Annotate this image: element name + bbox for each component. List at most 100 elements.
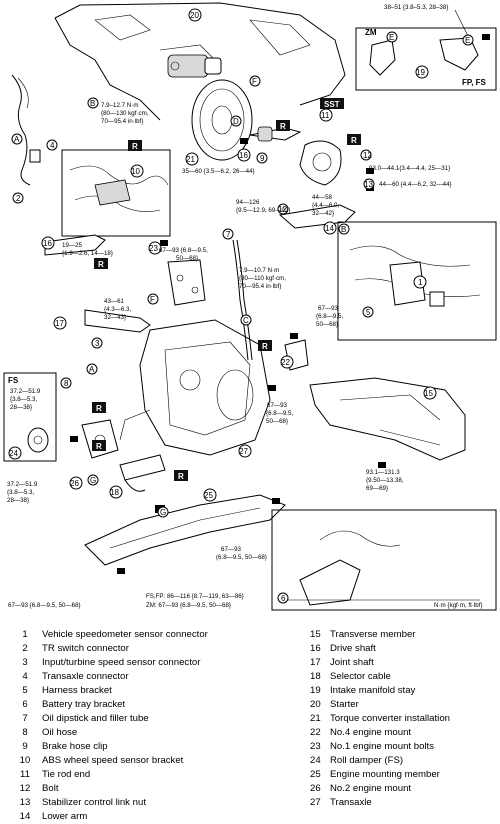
svg-text:20: 20 (190, 11, 199, 20)
svg-text:23: 23 (149, 244, 158, 253)
legend-item-number: 17 (310, 657, 321, 668)
transaxle-body (119, 319, 271, 456)
legend-item-number: 24 (310, 755, 321, 766)
legend-item-label: No.4 engine mount (330, 727, 412, 738)
legend-item-label: Engine mounting member (330, 769, 440, 780)
svg-text:ZM: 67—93 {6.8—9.5, 50—68}: ZM: 67—93 {6.8—9.5, 50—68} (146, 602, 231, 609)
svg-text:32—42}: 32—42} (312, 210, 334, 217)
legend-item-number: 10 (19, 755, 31, 766)
svg-text:F: F (150, 295, 155, 304)
svg-text:70—95.4 in·lbf}: 70—95.4 in·lbf} (101, 118, 143, 125)
svg-text:17: 17 (55, 319, 64, 328)
svg-text:3: 3 (95, 339, 100, 348)
svg-text:50—68}: 50—68} (316, 321, 338, 328)
inset-label-fpfs: FP, FS (462, 78, 487, 87)
legend-item-label: Oil hose (42, 727, 78, 738)
legend-item-label: ABS wheel speed sensor bracket (42, 755, 184, 766)
legend-item-number: 20 (310, 699, 321, 710)
legend-item: 11 Tie rod end (8, 768, 308, 782)
svg-text:26: 26 (70, 479, 79, 488)
legend-item-number: 15 (310, 629, 321, 640)
dipstick-tube (232, 239, 253, 361)
legend-item-label: No.2 engine mount (330, 783, 412, 794)
svg-text:28—38}: 28—38} (10, 404, 32, 411)
legend-item-label: Lower arm (42, 811, 88, 822)
svg-text:SST: SST (324, 100, 340, 109)
r-marker: R (174, 470, 188, 481)
legend-item-number: 2 (22, 643, 28, 654)
svg-text:{4.4—6.0,: {4.4—6.0, (312, 202, 339, 209)
engine-mounting-member (84, 494, 286, 566)
svg-text:G: G (90, 476, 96, 485)
legend-item: 17 Joint shaft (310, 656, 500, 670)
svg-text:R: R (96, 404, 102, 413)
svg-text:A: A (14, 135, 20, 144)
svg-text:{1.9—2.6, 14—18}: {1.9—2.6, 14—18} (62, 250, 113, 257)
svg-text:67—93: 67—93 (318, 305, 339, 312)
legend-item-number: 4 (22, 671, 28, 682)
legend-item-number: 7 (22, 713, 28, 724)
legend-item-number: 21 (310, 713, 321, 724)
svg-text:1: 1 (418, 278, 423, 287)
svg-text:G: G (160, 508, 166, 517)
svg-text:37.2—51.9: 37.2—51.9 (7, 481, 38, 488)
svg-text:93.1—131.3: 93.1—131.3 (366, 469, 400, 476)
svg-text:{3.8—5.3,: {3.8—5.3, (7, 489, 34, 496)
legend-item-label: Joint shaft (330, 657, 374, 668)
legend-item: 13 Stabilizer control link nut (8, 796, 308, 810)
legend-item-label: Tie rod end (42, 769, 91, 780)
selector-cable (119, 454, 166, 492)
legend-item-label: Battery tray bracket (42, 699, 126, 710)
legend-item-number: 11 (20, 769, 30, 780)
torque-converter (191, 79, 253, 161)
svg-text:E: E (465, 36, 470, 45)
svg-text:67—93 {6.8—9.5, 50—68}: 67—93 {6.8—9.5, 50—68} (8, 602, 81, 609)
r-marker: R (347, 134, 361, 145)
svg-text:{80—130 kgf·cm,: {80—130 kgf·cm, (101, 110, 149, 117)
mount-bracket (167, 259, 206, 306)
svg-text:14: 14 (325, 224, 334, 233)
svg-text:18: 18 (110, 488, 119, 497)
svg-text:10: 10 (131, 167, 140, 176)
svg-text:37.2—51.9: 37.2—51.9 (10, 388, 41, 395)
svg-text:E: E (389, 33, 394, 42)
no2-engine-mount (81, 419, 119, 459)
legend-item-number: 1 (22, 629, 28, 640)
legend-item-label: Brake hose clip (42, 741, 108, 752)
svg-text:(6.8—9.5, 50—68}: (6.8—9.5, 50—68} (216, 554, 267, 561)
inset-roll-damper (3, 372, 57, 462)
svg-text:{9.5—12.9, 69—92}: {9.5—12.9, 69—92} (236, 207, 290, 214)
drive-shaft-right (249, 126, 302, 142)
legend-item-number: 13 (19, 797, 31, 808)
svg-text:50—68}: 50—68} (266, 418, 288, 425)
letter-callouts: A B C D E E F F G G A B (11, 31, 474, 518)
svg-text:50—68}: 50—68} (176, 255, 198, 262)
svg-text:8: 8 (64, 379, 69, 388)
svg-text:B: B (90, 99, 95, 108)
svg-text:B: B (341, 225, 346, 234)
svg-text:R: R (98, 260, 104, 269)
svg-text:43—61: 43—61 (104, 298, 125, 305)
legend-item-number: 19 (310, 685, 321, 696)
legend-item-label: Transverse member (330, 629, 416, 640)
svg-text:R: R (262, 342, 268, 351)
svg-text:67—93: 67—93 (267, 402, 288, 409)
svg-text:N·m {kgf·m, ft·lbf}: N·m {kgf·m, ft·lbf} (434, 602, 482, 609)
svg-text:4: 4 (50, 141, 55, 150)
harness-wires (11, 74, 41, 186)
legend-item-label: Input/turbine speed sensor connector (42, 657, 201, 668)
legend-item-label: Stabilizer control link nut (42, 797, 146, 808)
